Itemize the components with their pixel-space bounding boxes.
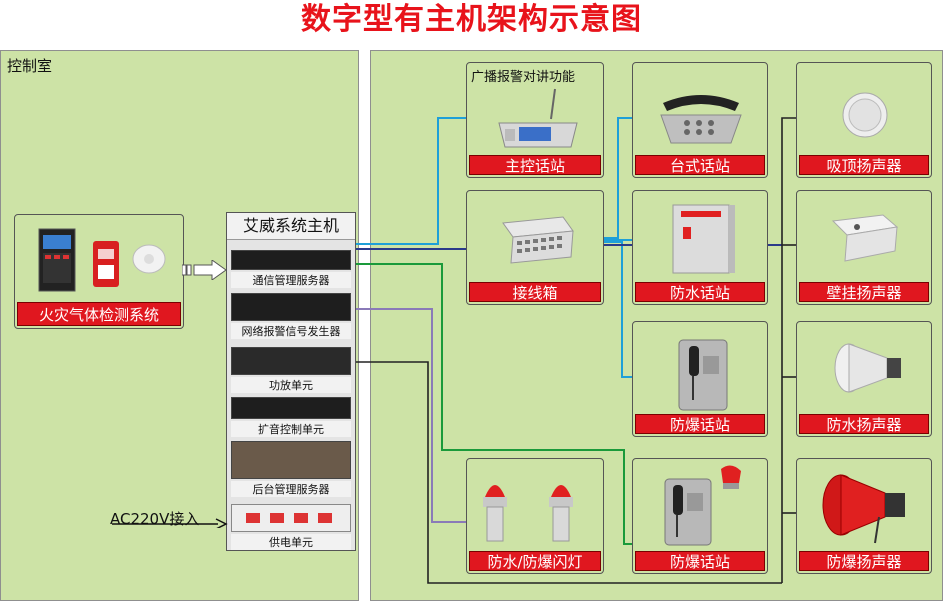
broadcast-function-label: 广播报警对讲功能 <box>471 70 576 85</box>
rack-unit-power[interactable]: 供电单元 <box>231 504 351 550</box>
ceiling-speaker-label: 吸顶扬声器 <box>799 155 929 175</box>
rack-unit-alarm-generator[interactable]: 网络报警信号发生器 <box>231 293 351 339</box>
system-host-rack[interactable]: 艾威系统主机 通信管理服务器 网络报警信号发生器 功放单元 扩音控制单元 后台管… <box>226 212 356 551</box>
explosion-speaker-label: 防爆扬声器 <box>799 551 929 571</box>
main-station-label: 主控话站 <box>469 155 601 175</box>
host-title: 艾威系统主机 <box>227 213 355 240</box>
waterproof-speaker-label: 防水扬声器 <box>799 414 929 434</box>
ac-input-arrow-icon <box>112 518 228 528</box>
junction-box-card[interactable]: 接线箱 <box>466 190 604 305</box>
page-title: 数字型有主机架构示意图 <box>301 2 642 37</box>
rack-unit-pa-control[interactable]: 扩音控制单元 <box>231 397 351 437</box>
flash-light-card[interactable]: 防水/防爆闪灯 <box>466 458 604 574</box>
wall-speaker-label: 壁挂扬声器 <box>799 282 929 302</box>
desk-station-label: 台式话站 <box>635 155 765 175</box>
rack-unit-label: 功放单元 <box>231 377 351 393</box>
rack-unit-label: 网络报警信号发生器 <box>231 323 351 339</box>
waterproof-speaker-card[interactable]: 防水扬声器 <box>796 321 932 437</box>
horn-speaker-icon <box>834 343 901 393</box>
explosion-station-2-label: 防爆话站 <box>635 551 765 571</box>
ceiling-speaker-card[interactable]: 吸顶扬声器 <box>796 62 932 178</box>
fire-system-card[interactable]: 火灾气体检测系统 <box>14 214 184 329</box>
flash-light-label: 防水/防爆闪灯 <box>469 551 601 571</box>
control-room-label: 控制室 <box>7 57 53 75</box>
explosion-proof-phone-icon <box>664 465 741 546</box>
rack-unit-label: 通信管理服务器 <box>231 272 351 288</box>
rack-unit-label: 扩音控制单元 <box>231 421 351 437</box>
fire-panel-icon <box>38 228 166 292</box>
flash-light-icon <box>483 485 573 542</box>
rack-unit-amplifier[interactable]: 功放单元 <box>231 347 351 393</box>
junction-box-icon <box>502 216 574 264</box>
explosion-proof-phone-icon <box>678 339 728 411</box>
ceiling-speaker-icon <box>842 92 888 138</box>
explosion-station-card[interactable]: 防爆话站 <box>632 321 768 437</box>
explosion-horn-speaker-icon <box>822 474 905 544</box>
wall-speaker-card[interactable]: 壁挂扬声器 <box>796 190 932 305</box>
main-station-card[interactable]: 广播报警对讲功能 主控话站 <box>466 62 604 178</box>
console-icon <box>498 88 578 148</box>
power-switches-icon <box>246 513 332 523</box>
fire-to-host-arrow-icon <box>182 260 227 280</box>
rack-unit-backend-server[interactable]: 后台管理服务器 <box>231 441 351 497</box>
explosion-station-label: 防爆话站 <box>635 414 765 434</box>
fire-system-label: 火灾气体检测系统 <box>17 302 181 326</box>
wall-speaker-icon <box>831 214 899 262</box>
waterproof-station-card[interactable]: 防水话站 <box>632 190 768 305</box>
rack-unit-label: 后台管理服务器 <box>231 481 351 497</box>
junction-box-label: 接线箱 <box>469 282 601 302</box>
waterproof-phone-cabinet-icon <box>672 204 735 274</box>
explosion-speaker-card[interactable]: 防爆扬声器 <box>796 458 932 574</box>
rack-unit-comm-server[interactable]: 通信管理服务器 <box>231 250 351 288</box>
desk-phone-icon <box>660 95 742 144</box>
explosion-station-card[interactable]: 防爆话站 <box>632 458 768 574</box>
rack-unit-label: 供电单元 <box>231 534 351 550</box>
waterproof-station-label: 防水话站 <box>635 282 765 302</box>
desk-station-card[interactable]: 台式话站 <box>632 62 768 178</box>
